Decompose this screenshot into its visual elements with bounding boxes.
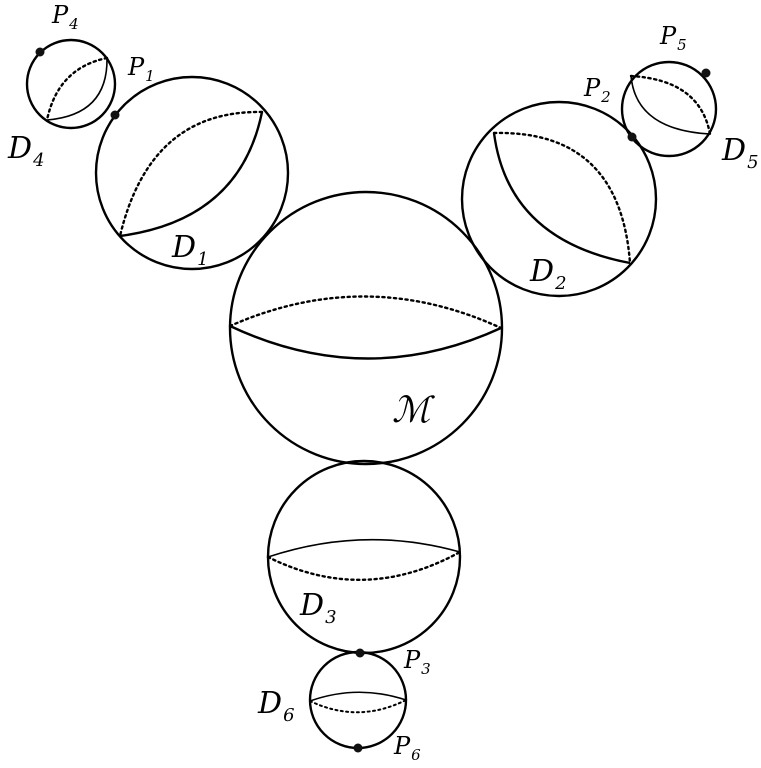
sphere-d2-hidden-arc <box>492 131 632 265</box>
sphere-d2-visible-arc <box>492 132 631 265</box>
sphere-d6-visible-arc <box>309 691 407 702</box>
point-p1-label: P1 <box>127 53 155 85</box>
sphere-d3-hidden-arc <box>266 550 462 582</box>
sphere-d2: D2 <box>460 100 658 298</box>
sphere-d4-outline <box>25 38 117 130</box>
sphere-d1: D1 <box>94 75 290 271</box>
sphere-d5-hidden-arc <box>629 74 712 136</box>
point-p6: P6 <box>353 732 421 764</box>
sphere-d3-label: D3 <box>299 588 337 628</box>
sphere-m-hidden-equator <box>228 295 503 330</box>
sphere-d2-label: D2 <box>529 254 567 294</box>
point-p3-label: P3 <box>403 646 431 678</box>
sphere-d6-label: D6 <box>257 686 295 726</box>
sphere-d1-label: D1 <box>171 230 209 270</box>
sphere-d1-outline <box>94 75 290 271</box>
point-p5-label: P5 <box>659 22 687 54</box>
sphere-d5-label: D5 <box>721 133 759 173</box>
sphere-d3-visible-arc <box>267 538 461 558</box>
sphere-d3-outline <box>266 459 462 655</box>
point-p6-label: P6 <box>393 732 421 764</box>
point-p2-label: P2 <box>583 74 611 106</box>
sphere-d5-outline <box>620 60 718 158</box>
sphere-d2-outline <box>460 100 658 298</box>
point-p3-dot <box>355 648 365 658</box>
point-p3: P3 <box>355 646 431 678</box>
sphere-m-visible-equator <box>229 324 502 360</box>
point-p4-dot <box>35 47 45 57</box>
sphere-d5-visible-arc <box>630 75 711 135</box>
sphere-m-outline <box>228 190 504 466</box>
sphere-d5: D5 <box>620 60 759 173</box>
point-p5-dot <box>701 68 711 78</box>
sphere-d4: D4 <box>7 38 117 171</box>
point-p1-dot <box>110 110 120 120</box>
sphere-m-label: ℳ <box>392 390 435 431</box>
sphere-d3: D3 <box>266 459 462 655</box>
point-p6-dot <box>353 743 363 753</box>
point-p5: P5 <box>659 22 711 78</box>
sphere-d6: D6 <box>257 650 408 750</box>
sphere-d6-outline <box>308 650 408 750</box>
point-p1: P1 <box>110 53 155 120</box>
sphere-d4-hidden-arc <box>45 56 109 122</box>
sphere-d6-hidden-arc <box>309 699 407 714</box>
sphere-d1-visible-arc <box>119 111 264 238</box>
point-p4: P4 <box>35 1 79 57</box>
point-p2-dot <box>627 132 637 142</box>
sphere-d4-label: D4 <box>7 131 45 171</box>
point-p2: P2 <box>583 74 637 142</box>
sphere-m: ℳ <box>228 190 504 466</box>
sphere-d1-hidden-arc <box>118 110 264 238</box>
point-p4-label: P4 <box>51 1 79 33</box>
sphere-d4-visible-arc <box>46 57 108 121</box>
